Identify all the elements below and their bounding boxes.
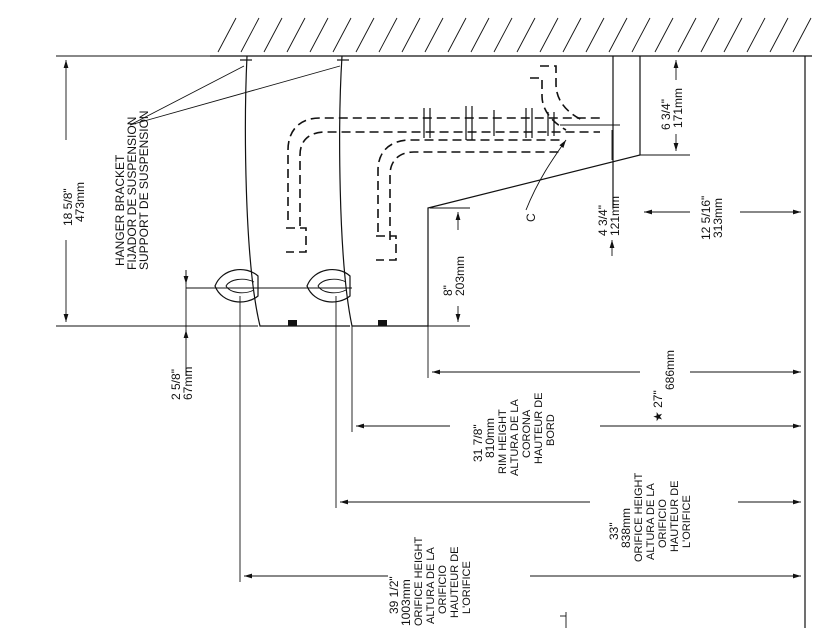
- dim-top-offset-mm: 171mm: [671, 88, 685, 128]
- dim-top-offset: [640, 59, 690, 156]
- hanger-bracket-marks: [129, 59, 349, 126]
- dim-rim-l1: RIM HEIGHT: [497, 409, 509, 474]
- dim-orifice39-in: 39 1/2": [387, 576, 401, 614]
- dim-rim-l3: CORONA: [521, 409, 533, 458]
- dim-overall-height-mm: 473mm: [73, 182, 87, 222]
- bubbler-left: [214, 268, 259, 303]
- dim-orifice33-in: 33": [607, 522, 621, 540]
- dim-lip-mm: 203mm: [453, 256, 467, 296]
- dim-orifice33-l1: ORIFICE HEIGHT: [633, 472, 645, 562]
- hidden-plumbing: [286, 65, 620, 261]
- callout-c-label: C: [524, 213, 538, 222]
- dim-lip-in: 8": [441, 285, 455, 296]
- dim-orifice39-l1: ORIFICE HEIGHT: [413, 536, 425, 626]
- hanger-bracket-label-fr: SUPPORT DE SUSPENSION: [137, 110, 151, 270]
- dim-rim-in: 31 7/8": [471, 424, 485, 462]
- dim-overall-height-in: 18 5/8": [61, 188, 75, 226]
- dim-top-offset-in: 6 3/4": [659, 99, 673, 130]
- dim-27-mm: 686mm: [663, 350, 677, 390]
- hanger-bracket-label-en: HANGER BRACKET: [113, 154, 127, 266]
- dim-orifice39-l5: L'ORIFICE: [461, 561, 473, 614]
- dim-27-in: ★ 27": [651, 390, 665, 422]
- dim-orifice33-mm: 838mm: [619, 508, 633, 548]
- dim-side-right-in: 12 5/16": [699, 196, 713, 240]
- dim-lip: [430, 207, 470, 327]
- dim-bottom-left-mm: 67mm: [181, 367, 195, 400]
- dim-orifice33-l2: ALTURA DE LA: [645, 483, 657, 560]
- dim-orifice39-l4: HAUTEUR DE: [449, 546, 461, 618]
- dim-orifice39-mm: 1003mm: [399, 579, 413, 626]
- bubbler-right: [306, 268, 351, 303]
- dim-27: [427, 326, 801, 378]
- dim-orifice33-l4: HAUTEUR DE: [669, 480, 681, 552]
- wall-hatch: [210, 17, 812, 57]
- dim-bottom-left-in: 2 5/8": [169, 369, 183, 400]
- dim-orifice39-l3: ORIFICIO: [437, 565, 449, 614]
- dim-side-right-mm: 313mm: [711, 198, 725, 238]
- dim-mid-offset-in: 4 3/4": [596, 205, 610, 236]
- dim-rim-l4: HAUTEUR DE: [533, 392, 545, 464]
- dim-orifice33-l3: ORIFICIO: [657, 499, 669, 548]
- dim-rim-mm: 810mm: [483, 418, 497, 458]
- dim-orifice-39: [239, 296, 801, 582]
- fountain-body: [244, 55, 641, 327]
- dim-rim-height: [351, 326, 801, 432]
- callout-c-leader: [525, 139, 567, 211]
- dim-orifice39-l2: ALTURA DE LA: [425, 547, 437, 624]
- dim-overall-height: [56, 55, 258, 327]
- dim-orifice33-l5: L'ORIFICE: [681, 495, 693, 548]
- dim-orifice-33: [335, 296, 801, 508]
- hanger-bracket-label-es: FIJADOR DE SUSPENSION: [125, 117, 139, 270]
- dim-rim-l2: ALTURA DE LA: [509, 399, 521, 476]
- dim-mid-offset-mm: 121mm: [608, 196, 622, 236]
- dim-rim-l5: BORD: [545, 414, 557, 446]
